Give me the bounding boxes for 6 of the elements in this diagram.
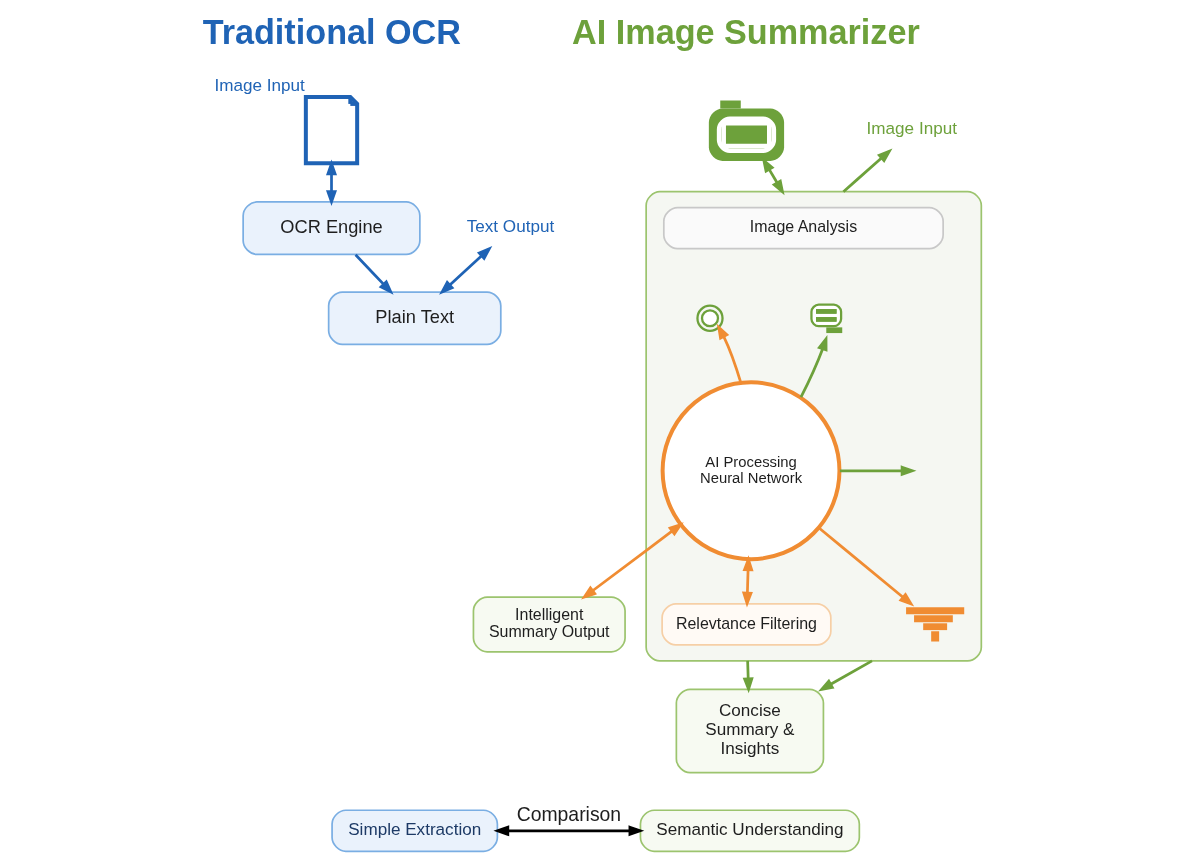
node-text: Image Input — [866, 119, 957, 139]
edge-label: Comparison — [516, 803, 622, 826]
node-text: Text Output — [466, 217, 555, 237]
label: AI Image Summarizer — [572, 12, 920, 51]
label: Traditional OCR — [202, 12, 462, 51]
node-label: Image Input — [214, 76, 305, 96]
